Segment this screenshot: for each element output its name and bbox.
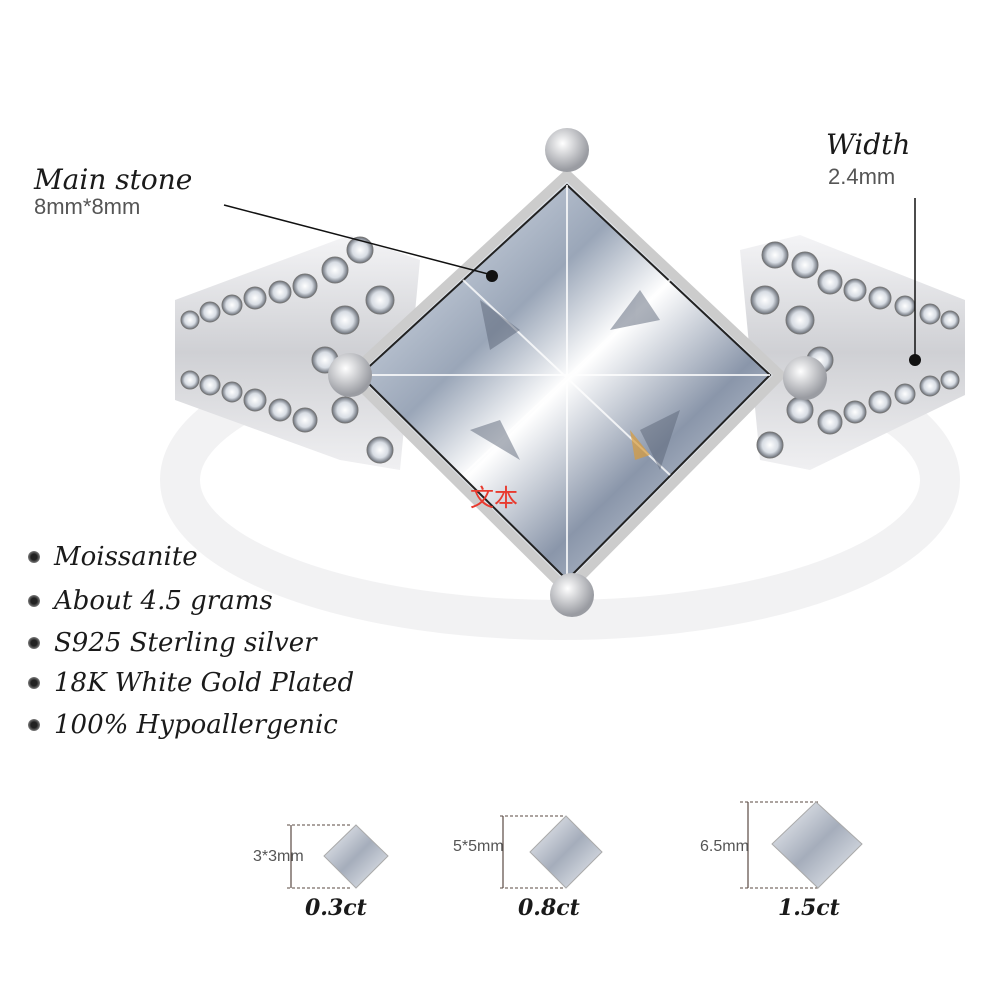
watermark-text: 文本 bbox=[470, 485, 518, 512]
stone-size-diagram bbox=[287, 801, 863, 889]
bullet-icon bbox=[28, 719, 40, 731]
feature-item: Moissanite bbox=[28, 542, 198, 572]
stone-size-label: 3*3mm bbox=[253, 848, 304, 865]
carat-label: 0.8ct bbox=[518, 895, 580, 921]
main-stone-title: Main stone bbox=[34, 163, 193, 196]
bullet-icon bbox=[28, 551, 40, 563]
bullet-icon bbox=[28, 637, 40, 649]
width-value: 2.4mm bbox=[828, 164, 896, 189]
bullet-icon bbox=[28, 595, 40, 607]
width-title: Width bbox=[826, 128, 911, 161]
carat-label: 0.3ct bbox=[305, 895, 367, 921]
stone-size-label: 5*5mm bbox=[453, 838, 504, 855]
main-stone-size: 8mm*8mm bbox=[34, 194, 141, 219]
feature-item: S925 Sterling silver bbox=[28, 628, 317, 658]
stone-size-label: 6.5mm bbox=[700, 838, 749, 855]
feature-item: About 4.5 grams bbox=[28, 586, 273, 616]
feature-item: 100% Hypoallergenic bbox=[28, 710, 338, 740]
feature-item: 18K White Gold Plated bbox=[28, 668, 354, 698]
carat-label: 1.5ct bbox=[778, 895, 840, 921]
bullet-icon bbox=[28, 677, 40, 689]
